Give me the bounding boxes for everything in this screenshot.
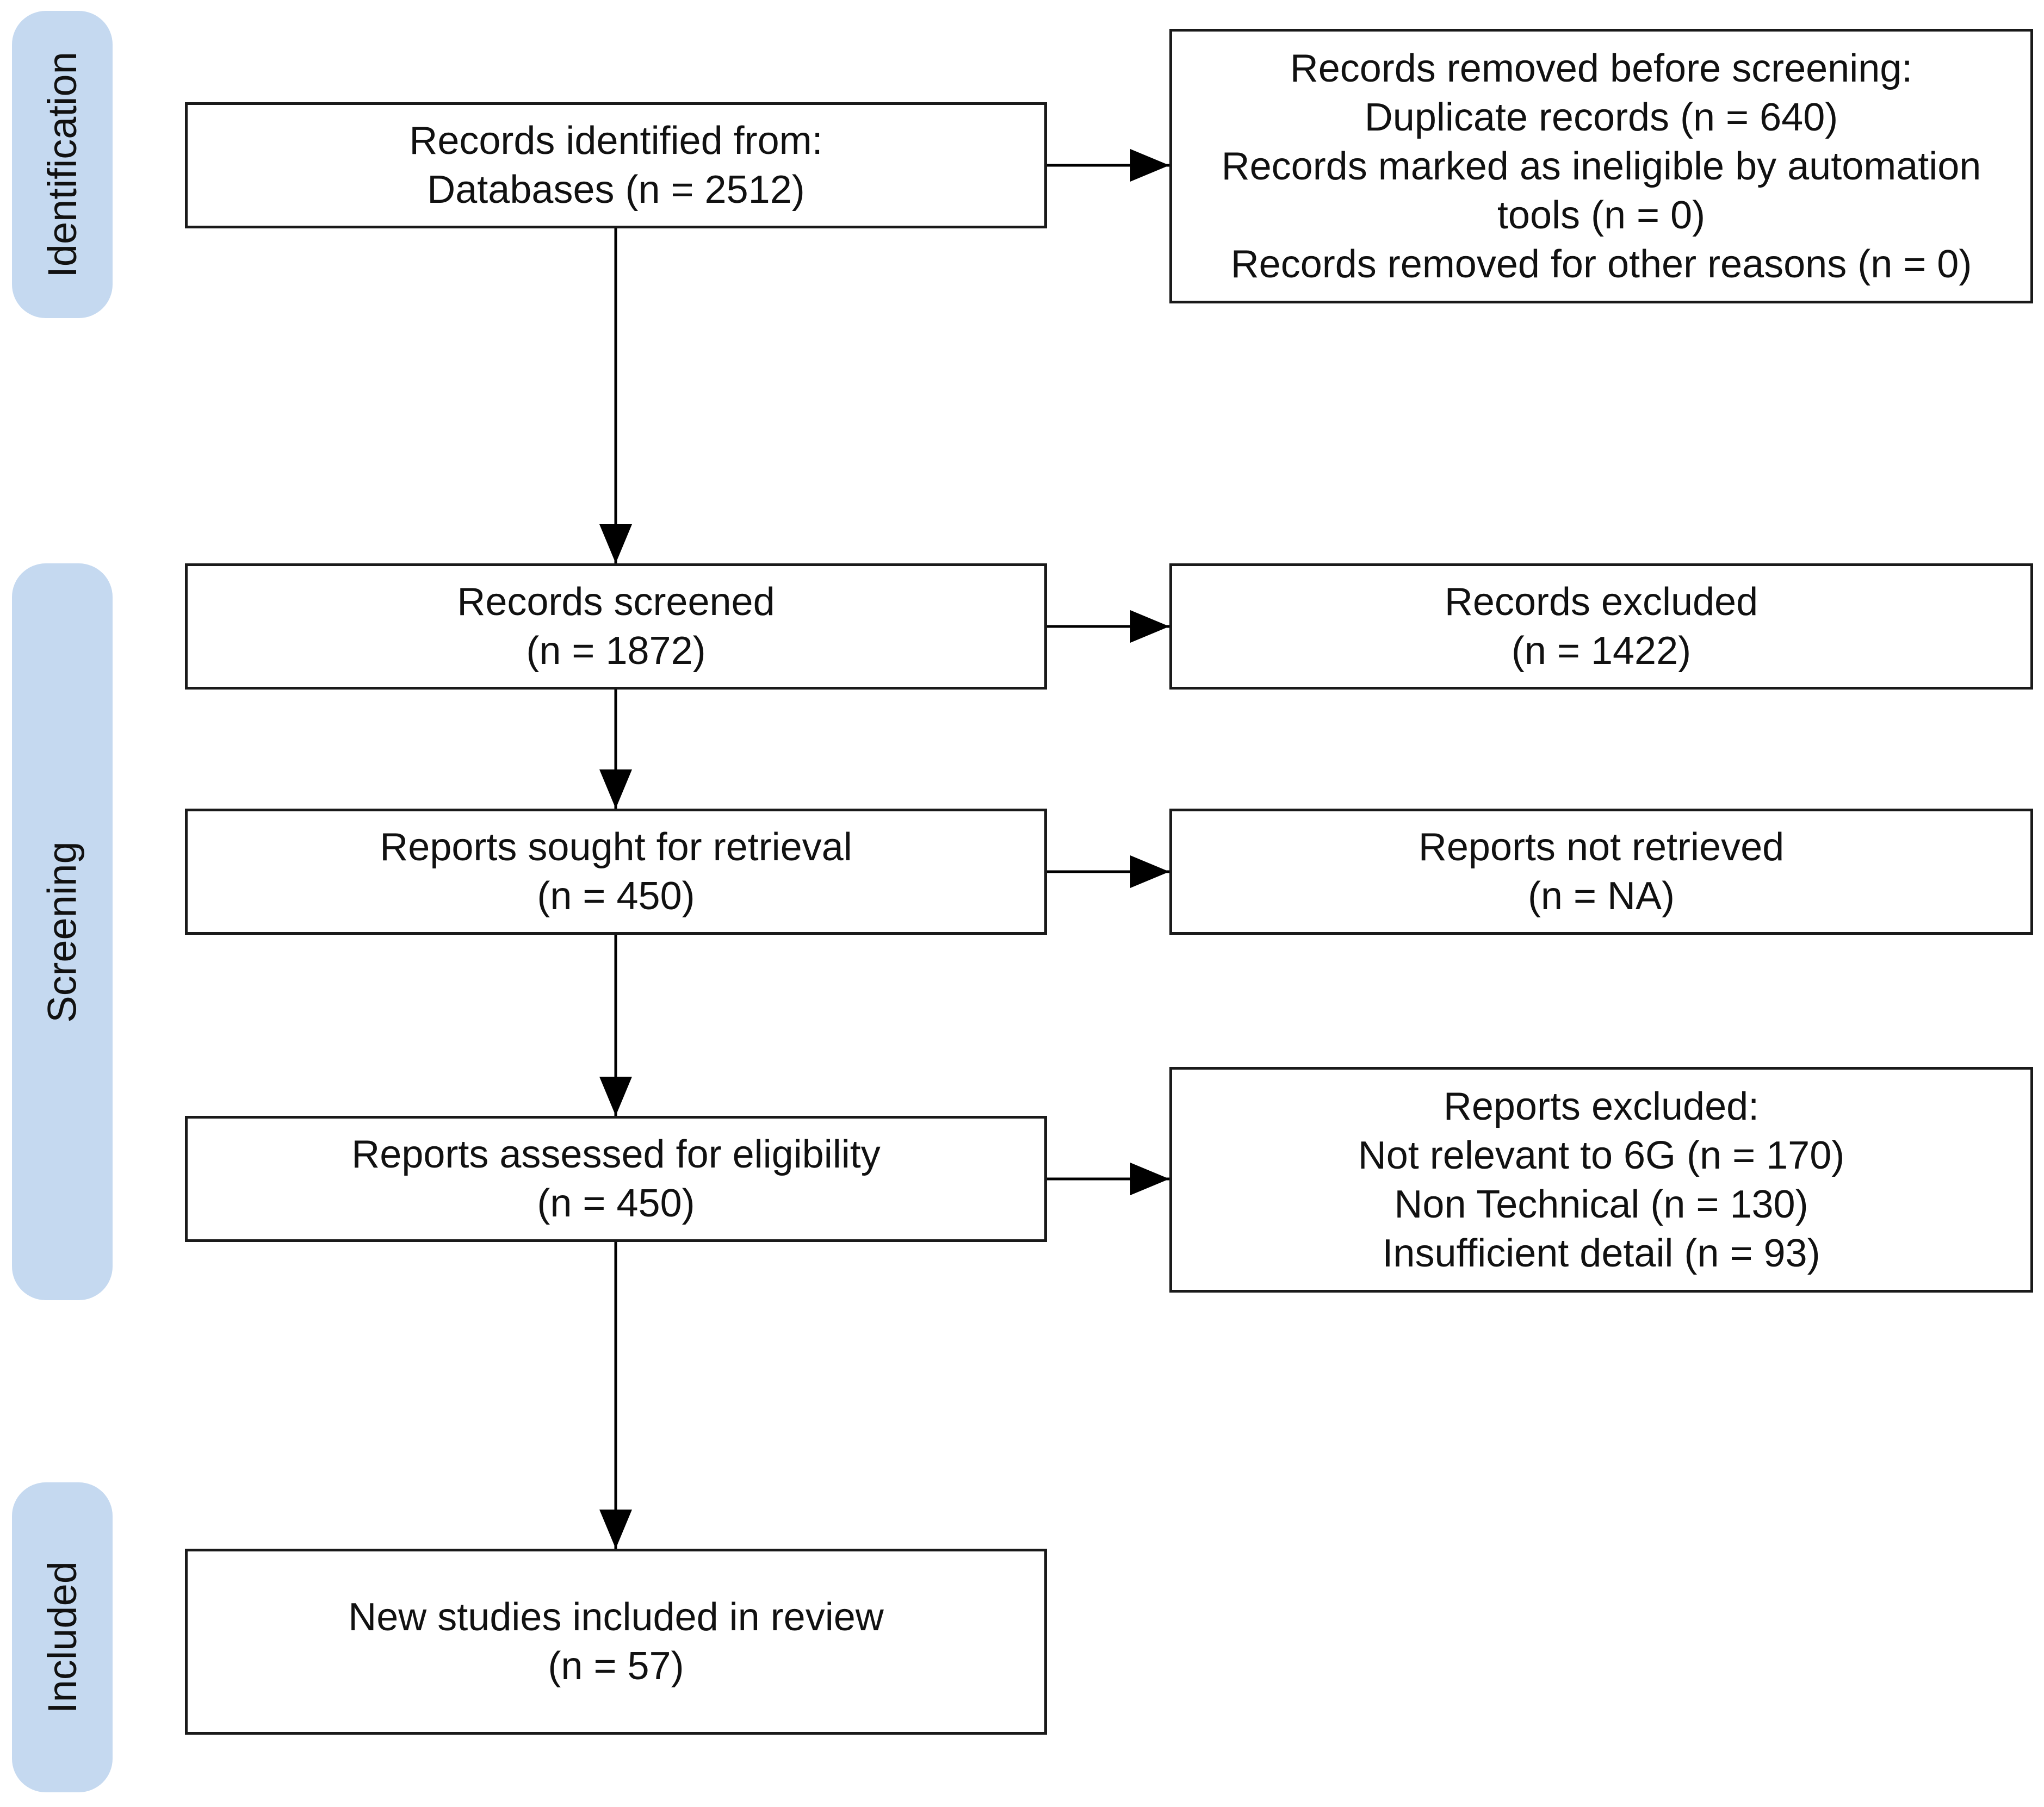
box-reports-excluded: Reports excluded: Not relevant to 6G (n … xyxy=(1169,1067,2033,1293)
reports-sought-line-1: Reports sought for retrieval xyxy=(380,825,852,869)
records-excluded-line-2: (n = 1422) xyxy=(1511,629,1692,673)
reports-excluded-line-1: Reports excluded: xyxy=(1443,1084,1760,1128)
reports-assessed-line-1: Reports assessed for eligibility xyxy=(351,1133,881,1176)
box-studies-included: New studies included in review (n = 57) xyxy=(185,1549,1047,1735)
box-reports-not-retrieved: Reports not retrieved (n = NA) xyxy=(1169,809,2033,935)
reports-not-retrieved-line-1: Reports not retrieved xyxy=(1418,825,1785,869)
records-excluded-line-1: Records excluded xyxy=(1444,580,1758,624)
studies-included-line-2: (n = 57) xyxy=(548,1644,684,1688)
records-removed-line-4: tools (n = 0) xyxy=(1497,193,1706,237)
phase-identification: Identification xyxy=(12,11,113,318)
reports-excluded-line-3: Non Technical (n = 130) xyxy=(1394,1182,1808,1226)
reports-sought-line-2: (n = 450) xyxy=(537,874,695,918)
box-reports-assessed: Reports assessed for eligibility (n = 45… xyxy=(185,1116,1047,1242)
records-screened-line-1: Records screened xyxy=(457,580,775,624)
phase-included: Included xyxy=(12,1482,113,1792)
box-records-identified: Records identified from: Databases (n = … xyxy=(185,102,1047,228)
box-records-removed: Records removed before screening: Duplic… xyxy=(1169,29,2033,303)
records-removed-line-5: Records removed for other reasons (n = 0… xyxy=(1230,242,1972,286)
records-removed-line-3: Records marked as ineligible by automati… xyxy=(1221,144,1981,188)
records-removed-line-1: Records removed before screening: xyxy=(1290,46,1913,90)
records-screened-line-2: (n = 1872) xyxy=(526,629,706,673)
reports-not-retrieved-line-2: (n = NA) xyxy=(1527,874,1675,918)
reports-excluded-line-4: Insufficient detail (n = 93) xyxy=(1382,1231,1820,1275)
box-reports-sought: Reports sought for retrieval (n = 450) xyxy=(185,809,1047,935)
box-records-excluded: Records excluded (n = 1422) xyxy=(1169,563,2033,690)
box-records-screened: Records screened (n = 1872) xyxy=(185,563,1047,690)
reports-assessed-line-2: (n = 450) xyxy=(537,1182,695,1225)
records-removed-line-2: Duplicate records (n = 640) xyxy=(1364,95,1838,139)
phase-screening: Screening xyxy=(12,563,113,1300)
records-identified-line-2: Databases (n = 2512) xyxy=(427,168,805,212)
records-identified-line-1: Records identified from: xyxy=(409,119,823,163)
studies-included-line-1: New studies included in review xyxy=(348,1595,884,1639)
reports-excluded-line-2: Not relevant to 6G (n = 170) xyxy=(1358,1133,1845,1177)
